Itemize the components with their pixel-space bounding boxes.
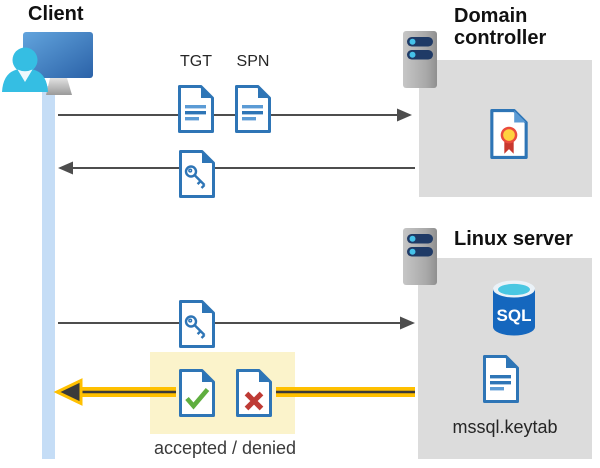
result-label: accepted / denied [153,438,297,458]
client-timeline [42,86,55,459]
domain-controller-label: Domain controller [454,5,547,49]
sql-database-icon: SQL [493,280,535,336]
linux-server-label: Linux server [454,228,573,250]
linux-server-server-icon [403,228,437,285]
tgt-document-icon [178,85,214,133]
client-label: Client [28,3,84,25]
domain-controller-server-icon [403,31,437,88]
keytab-label: mssql.keytab [452,417,558,437]
spn-label: SPN [236,53,270,70]
key-document-icon [179,150,215,198]
service-key-document-icon [179,300,215,348]
spn-document-icon [235,85,271,133]
tgt-label: TGT [180,53,212,70]
accepted-document-icon [179,369,215,417]
keytab-document-icon [483,355,519,403]
sql-label: SQL [497,306,532,325]
client-computer-icon [2,32,93,95]
certificate-icon [490,109,528,159]
ticket-response-arrow [58,161,415,175]
denied-document-icon [236,369,272,417]
service-ticket-arrow [58,316,415,330]
